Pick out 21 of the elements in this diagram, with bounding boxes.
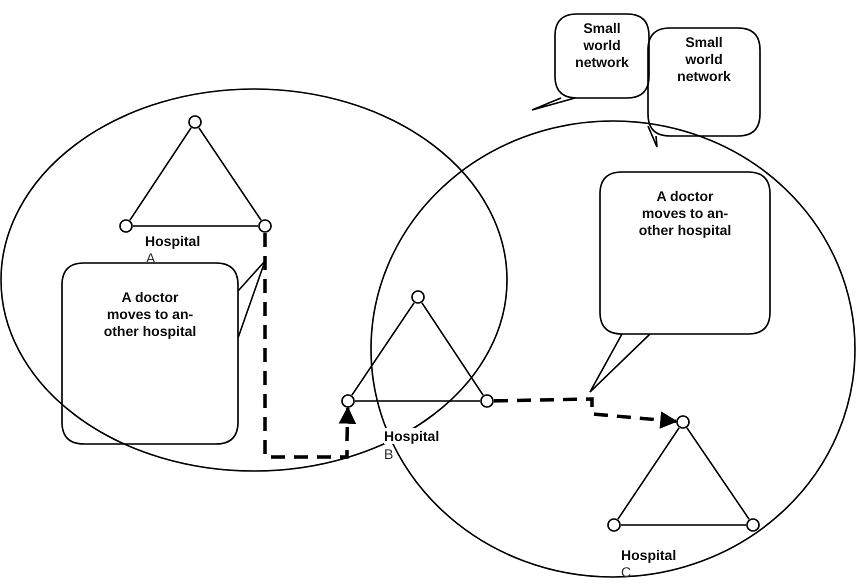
hospital-letter: C <box>621 564 632 580</box>
hospital-letter: B <box>384 446 394 462</box>
hospital-letter: A <box>146 250 156 266</box>
network-link <box>351 302 415 396</box>
network-link <box>198 127 262 221</box>
dashed-arrow <box>494 397 678 429</box>
hospital-label: Hospital <box>145 233 200 249</box>
network-link <box>421 302 484 396</box>
hospital-label: Hospital <box>621 547 676 563</box>
callout-text: A doctor moves to an-other hospital <box>638 188 732 239</box>
network-link <box>133 225 258 227</box>
network-link <box>686 427 750 520</box>
callout-text: Small world network <box>676 34 732 85</box>
dashed-arrow <box>263 233 356 459</box>
network-link <box>617 427 680 520</box>
callout-text: A doctor moves to an-other hospital <box>102 289 198 340</box>
callout-text: Small world network <box>574 20 630 71</box>
network-link <box>355 400 480 402</box>
hospital-label: Hospital <box>384 428 440 444</box>
network-link <box>129 127 192 221</box>
network-link <box>621 524 746 526</box>
